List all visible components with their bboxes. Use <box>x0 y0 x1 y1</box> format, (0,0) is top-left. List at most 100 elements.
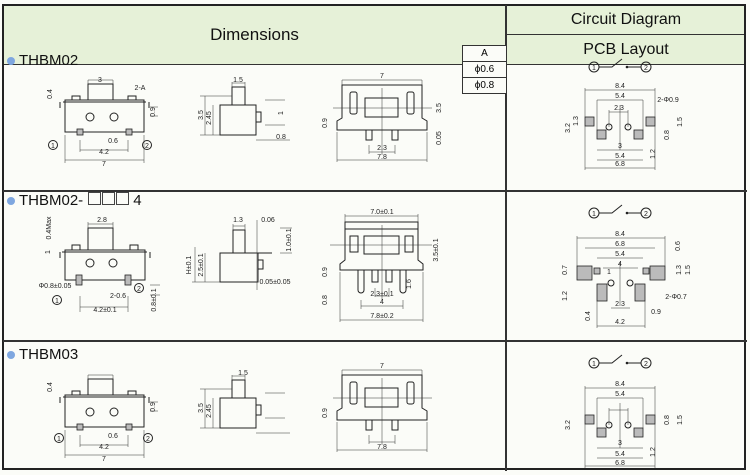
dim-label: 1.5 <box>238 370 248 377</box>
column-divider <box>505 5 507 471</box>
dim-label: 2.3 <box>614 105 624 112</box>
pcb-layout-header: PCB Layout <box>506 35 746 65</box>
model-title-thbm02: THBM02 <box>7 52 78 69</box>
bullet-icon <box>7 56 15 65</box>
terminal-1-label: 1 <box>592 211 596 218</box>
dim-label: 1.2 <box>562 291 569 301</box>
dim-label: 0.06 <box>261 217 275 224</box>
dim-label: 4.2 <box>99 444 109 451</box>
dim-label: 0.4 <box>47 382 54 392</box>
dim-label: 4 <box>380 299 384 306</box>
placeholder-boxes <box>87 192 130 209</box>
model-title-thbm02-variant: THBM02-4 <box>7 192 142 209</box>
table-cell: ϕ0.8 <box>474 80 495 91</box>
dim-label: 5.4 <box>615 153 625 160</box>
front-view-thbm03 <box>59 374 159 459</box>
dim-label: 1 <box>278 111 285 115</box>
dim-label: 0.6 <box>108 138 118 145</box>
circuit-diagram-thbm02-variant <box>588 204 652 219</box>
dim-label: 8.4 <box>615 381 625 388</box>
dim-label: 2-0.6 <box>110 293 126 300</box>
dim-label: 7 <box>102 456 106 463</box>
model-title-thbm03: THBM03 <box>7 346 78 363</box>
dim-label: 0.8 <box>664 415 671 425</box>
hole-size-table: A ϕ0.6 ϕ0.8 <box>462 45 506 94</box>
dim-label: 5.4 <box>615 391 625 398</box>
dim-label: 1 <box>45 250 52 254</box>
dim-label: 0.8 <box>322 295 329 305</box>
terminal-2-label: 2 <box>644 211 648 218</box>
dim-label: 1.5 <box>677 117 684 127</box>
dim-label: 2.3±0.1 <box>370 291 393 298</box>
top-view-thbm03 <box>332 369 433 453</box>
circuit-diagram-header: Circuit Diagram <box>506 6 746 35</box>
dim-label: 0.9 <box>651 309 661 316</box>
dim-label: 1.3 <box>233 217 243 224</box>
dim-label: 1.5 <box>685 265 692 275</box>
dimensions-header-label: Dimensions <box>210 25 299 44</box>
table-cell: ϕ0.6 <box>463 62 506 78</box>
dim-label: 0.8±0.1 <box>151 288 158 311</box>
dim-label: 0.4 <box>585 311 592 321</box>
dim-label: 1.2 <box>650 149 657 159</box>
dim-label: 3 <box>98 77 102 84</box>
front-view-thbm02 <box>59 79 159 164</box>
dim-label: 0.05 <box>436 131 443 145</box>
table-header: A <box>463 46 506 62</box>
dim-label: 2.3 <box>377 145 387 152</box>
dim-label: 2.45 <box>206 404 213 418</box>
terminal-1-label: 1 <box>57 436 61 443</box>
model-suffix: 4 <box>133 192 142 209</box>
dim-label: 0.8 <box>664 130 671 140</box>
bullet-icon <box>7 350 15 359</box>
terminal-2-label: 2 <box>644 65 648 72</box>
dim-label: 2.8 <box>97 217 107 224</box>
terminal-1-label: 1 <box>55 298 59 305</box>
dim-label: 0.8 <box>276 134 286 141</box>
side-view-thbm02-variant <box>192 220 292 290</box>
dim-label: 3.5 <box>436 103 443 113</box>
dim-label: 3.2 <box>565 420 572 430</box>
dim-label: 1.5 <box>677 415 684 425</box>
dim-label: 7 <box>102 161 106 168</box>
dimensions-header: Dimensions <box>4 6 505 65</box>
dim-label: 3 <box>618 440 622 447</box>
row-divider <box>3 190 747 192</box>
dim-label: 0.6 <box>675 241 682 251</box>
dim-label: 5.4 <box>615 251 625 258</box>
dimension-labels-thbm02: 3 0.4 2-A 0.9 0.6 4.2 7 1.5 3.5 2.45 1 0… <box>47 73 684 168</box>
terminal-1-label: 1 <box>592 361 596 368</box>
dim-label: 2.45 <box>206 111 213 125</box>
dim-label: 1.6 <box>406 279 413 289</box>
dim-label: 7.8 <box>377 444 387 451</box>
dimension-labels-thbm02-variant: 2.8 0.4Max 1 Φ0.8±0.05 2-0.6 4.2±0.1 0.8… <box>39 209 692 326</box>
dim-label: 4.2 <box>615 319 625 326</box>
dim-label: 6.8 <box>615 241 625 248</box>
dim-label: 2.5±0.1 <box>198 253 205 276</box>
dim-label: 5.4 <box>615 93 625 100</box>
terminal-1-label: 1 <box>51 143 55 150</box>
dim-label: 2.3 <box>615 301 625 308</box>
terminal-2-label: 2 <box>146 436 150 443</box>
dim-label: 0.7 <box>562 265 569 275</box>
side-view-thbm03 <box>199 374 291 434</box>
terminal-2-label: 2 <box>137 286 141 293</box>
terminal-2-label: 2 <box>644 361 648 368</box>
dim-label: 3 <box>618 143 622 150</box>
row-divider <box>3 340 747 342</box>
pcb-layout-thbm02-variant <box>576 236 666 328</box>
side-view-thbm02 <box>199 81 291 141</box>
dim-label: 3.5 <box>198 110 205 120</box>
dim-label: 0.9 <box>322 267 329 277</box>
dimension-labels-thbm03: 0.4 0.9 0.6 4.2 7 1.5 3.5 2.45 7 0.9 7.8… <box>47 363 684 467</box>
dim-label: 6.8 <box>615 460 625 467</box>
dim-label: 7.8±0.2 <box>370 313 393 320</box>
dim-label: 5.4 <box>615 451 625 458</box>
dim-label: 0.4Max <box>46 216 53 239</box>
dim-label: 3.2 <box>565 123 572 133</box>
front-view-thbm02-variant <box>59 222 160 312</box>
dim-label: 1.3 <box>573 116 580 126</box>
pcb-header-label: PCB Layout <box>583 40 669 58</box>
